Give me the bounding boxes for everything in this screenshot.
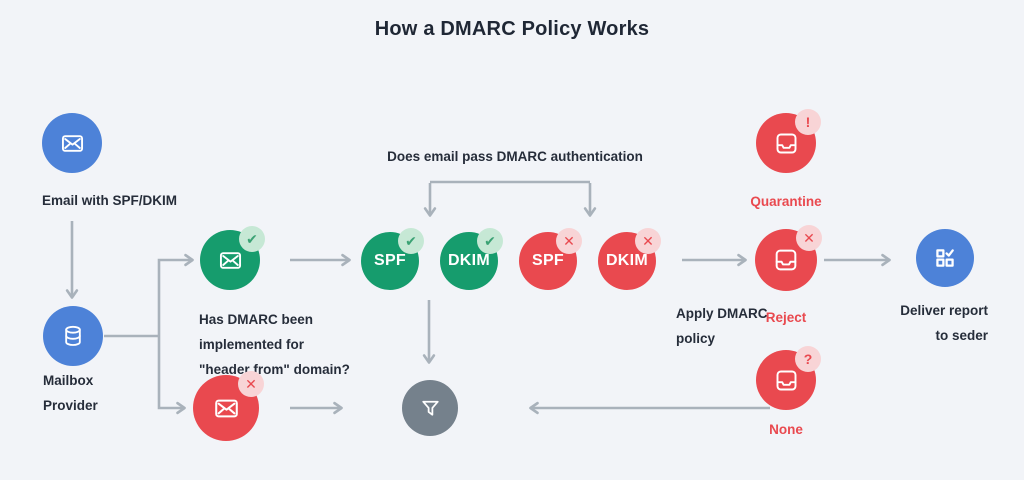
dkim-fail-label: DKIM [605, 252, 649, 269]
funnel-icon [421, 400, 439, 416]
unauth-email-node: ✕ [193, 371, 264, 441]
cross-badge: ✕ [556, 228, 582, 254]
envelope-icon [219, 251, 241, 269]
dkim-pass-label: DKIM [447, 252, 491, 269]
page-title: How a DMARC Policy Works [374, 18, 650, 40]
database-icon [65, 325, 81, 346]
deliver-report-label: Deliver report to seder [900, 303, 988, 343]
inbox-icon [775, 249, 797, 271]
filter-node [402, 380, 458, 436]
has-dmarc-node: ✔ [200, 226, 265, 290]
spf-pass-node: SPF ✔ [361, 228, 424, 290]
dkim-fail-node: DKIM ✕ [598, 228, 661, 290]
question-badge: ? [795, 346, 821, 372]
email-node [42, 113, 102, 173]
mailbox-node [43, 306, 103, 366]
email-label: Email with SPF/DKIM [42, 193, 178, 208]
check-badge: ✔ [477, 228, 503, 254]
none-node: ? [756, 346, 821, 410]
report-check-icon [936, 249, 954, 267]
check-badge: ✔ [398, 228, 424, 254]
deliver-report-node [916, 229, 974, 287]
has-dmarc-question: Has DMARC been implemented for "header f… [199, 312, 350, 377]
cross-badge: ✕ [238, 371, 264, 397]
quarantine-label: Quarantine [750, 194, 822, 209]
inbox-icon [776, 133, 796, 153]
inbox-icon [776, 370, 796, 390]
reject-node: ✕ [755, 225, 822, 291]
dkim-pass-node: DKIM ✔ [440, 228, 503, 290]
exclamation-badge: ! [795, 109, 821, 135]
spf-fail-label: SPF [531, 252, 565, 269]
envelope-icon [214, 399, 238, 417]
cross-badge: ✕ [796, 225, 822, 251]
none-label: None [769, 422, 803, 437]
reject-label: Reject [765, 310, 807, 325]
apply-policy-label: Apply DMARC policy [676, 306, 768, 346]
cross-badge: ✕ [635, 228, 661, 254]
spf-fail-node: SPF ✕ [519, 228, 582, 290]
envelope-icon [61, 134, 83, 152]
check-badge: ✔ [239, 226, 265, 252]
does-pass-label: Does email pass DMARC authentication [387, 149, 643, 164]
spf-pass-label: SPF [373, 252, 407, 269]
mailbox-label: Mailbox Provider [43, 373, 98, 413]
quarantine-node: ! [756, 109, 821, 173]
